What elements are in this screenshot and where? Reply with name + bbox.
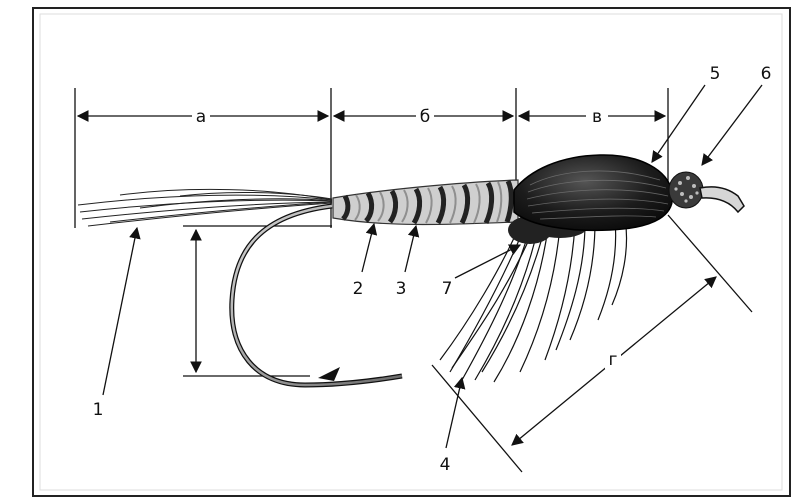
part-label-6: 6 bbox=[761, 64, 772, 84]
dimension-label-v: в bbox=[592, 107, 602, 127]
dimension-label-a: а bbox=[196, 107, 206, 127]
part-label-3: 3 bbox=[396, 279, 407, 299]
part-label-4: 4 bbox=[440, 455, 451, 475]
figure-frame bbox=[33, 8, 790, 496]
dimension-label-b: б bbox=[420, 107, 430, 127]
part-label-5: 5 bbox=[710, 64, 721, 84]
part-label-2: 2 bbox=[353, 279, 364, 299]
head-dubbing bbox=[669, 172, 703, 208]
part-label-1: 1 bbox=[93, 400, 104, 420]
dimension-label-g: г bbox=[609, 350, 618, 370]
part-label-7: 7 bbox=[442, 279, 453, 299]
